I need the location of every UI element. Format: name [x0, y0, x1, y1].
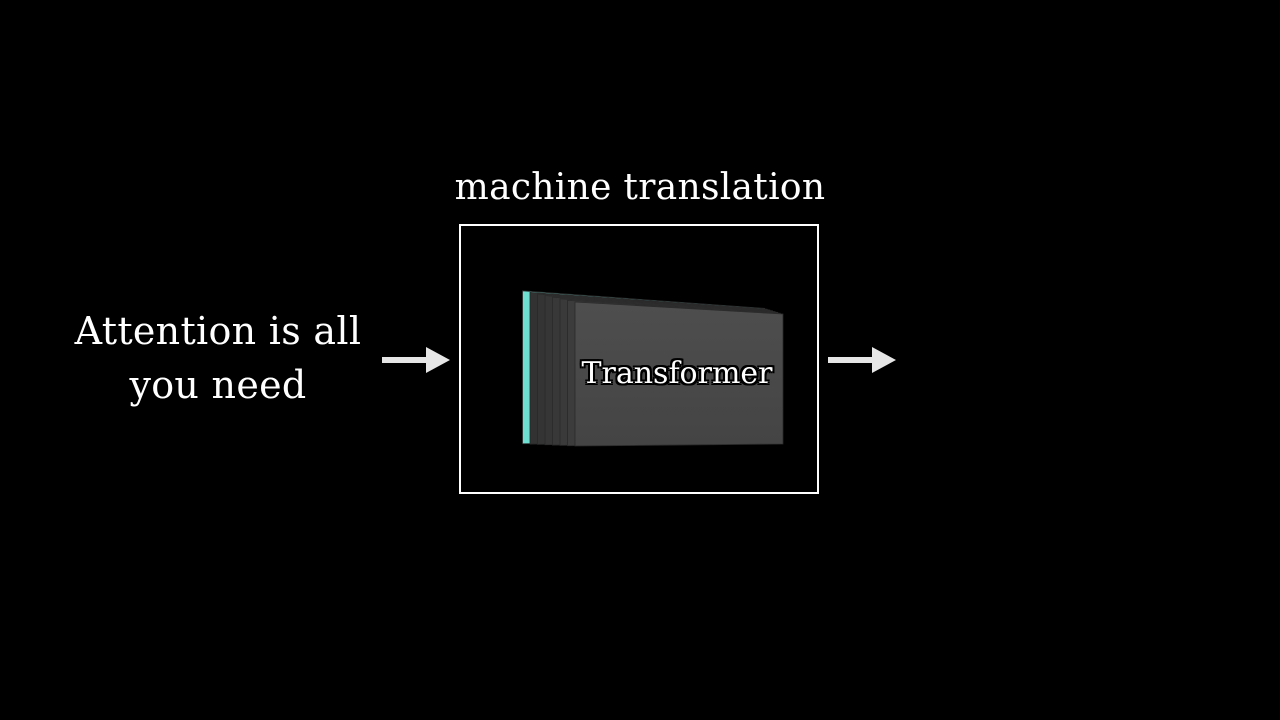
output-arrow-icon: [828, 347, 896, 373]
input-arrow-icon: [382, 347, 450, 373]
input-sentence-line-1: Attention is all: [74, 309, 362, 353]
transformer-label: Transformer: [581, 356, 773, 391]
input-sentence-line-2: you need: [129, 363, 307, 407]
input-sentence: Attention is all you need: [60, 304, 376, 412]
task-box: [459, 224, 819, 494]
transformer-front-layer: [574, 301, 784, 447]
transformer-layers: [522, 290, 784, 447]
task-label: machine translation: [454, 167, 826, 208]
transformer-stack: [522, 290, 784, 447]
